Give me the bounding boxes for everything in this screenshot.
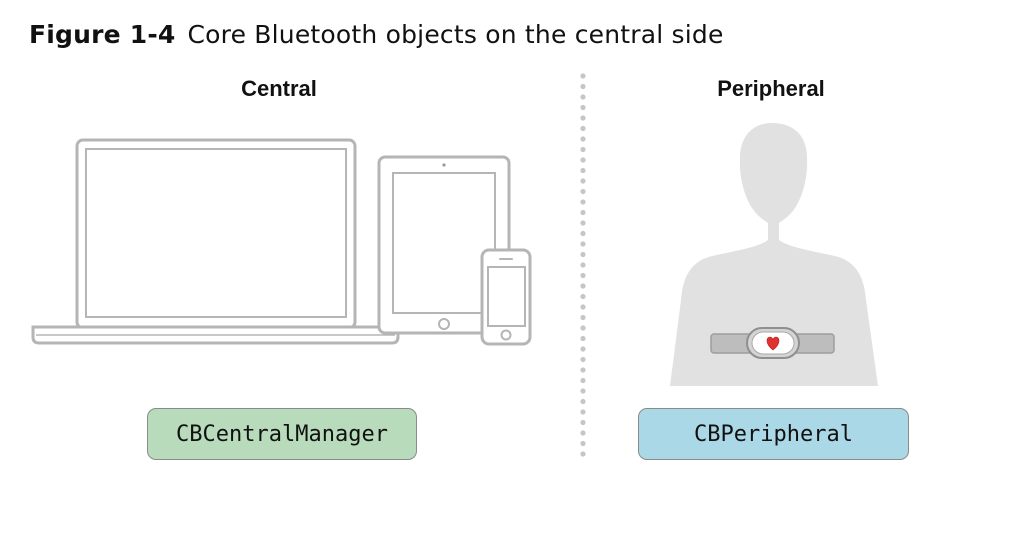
divider-dot [580, 146, 586, 153]
peripheral-heading: Peripheral [717, 76, 825, 101]
tablet-icon [377, 155, 511, 335]
divider-dot [580, 73, 586, 79]
divider-dot [580, 167, 586, 174]
divider-dot [580, 430, 586, 436]
divider-dot [580, 325, 586, 331]
divider-dot [580, 178, 586, 184]
divider-dot [580, 356, 586, 363]
divider-dot [580, 188, 586, 195]
figure-caption: Figure 1-4 Core Bluetooth objects on the … [29, 20, 724, 49]
divider-dot [580, 440, 586, 447]
divider-dot [580, 314, 586, 321]
divider-dot [580, 346, 586, 352]
divider-dot [580, 83, 586, 90]
divider-dot [580, 419, 586, 426]
divider-dot [580, 209, 586, 216]
divider-dot [580, 104, 586, 111]
divider-dot [580, 388, 586, 394]
divider-dot [580, 367, 586, 373]
divider-dot [580, 157, 586, 163]
laptop-icon [31, 138, 400, 345]
divider-dot [580, 335, 586, 342]
divider-dot [580, 241, 586, 247]
phone-icon [480, 248, 532, 346]
peripheral-class-box: CBPeripheral [638, 408, 909, 460]
divider-dot [580, 304, 586, 310]
divider-dot [580, 283, 586, 289]
divider-dot [580, 230, 586, 237]
figure-title: Core Bluetooth objects on the central si… [187, 20, 724, 49]
divider-dot [580, 94, 586, 100]
divider-dot [580, 377, 586, 384]
figure-number: Figure 1-4 [29, 20, 176, 49]
divider-dot [580, 199, 586, 205]
divider-dot [580, 398, 586, 405]
divider-dot [580, 251, 586, 258]
divider-dot [580, 136, 586, 142]
central-manager-class-box: CBCentralManager [147, 408, 417, 460]
central-heading: Central [241, 76, 317, 101]
divider-dot [580, 451, 586, 457]
heart-icon [766, 336, 780, 351]
divider-dotted-line [580, 73, 586, 457]
divider-dot [580, 409, 586, 415]
person-silhouette-icon [670, 123, 878, 386]
divider-dot [580, 293, 586, 300]
divider-dot [580, 125, 586, 132]
divider-dot [580, 272, 586, 279]
divider-dot [580, 115, 586, 121]
divider-dot [580, 220, 586, 226]
divider-dot [580, 262, 586, 268]
